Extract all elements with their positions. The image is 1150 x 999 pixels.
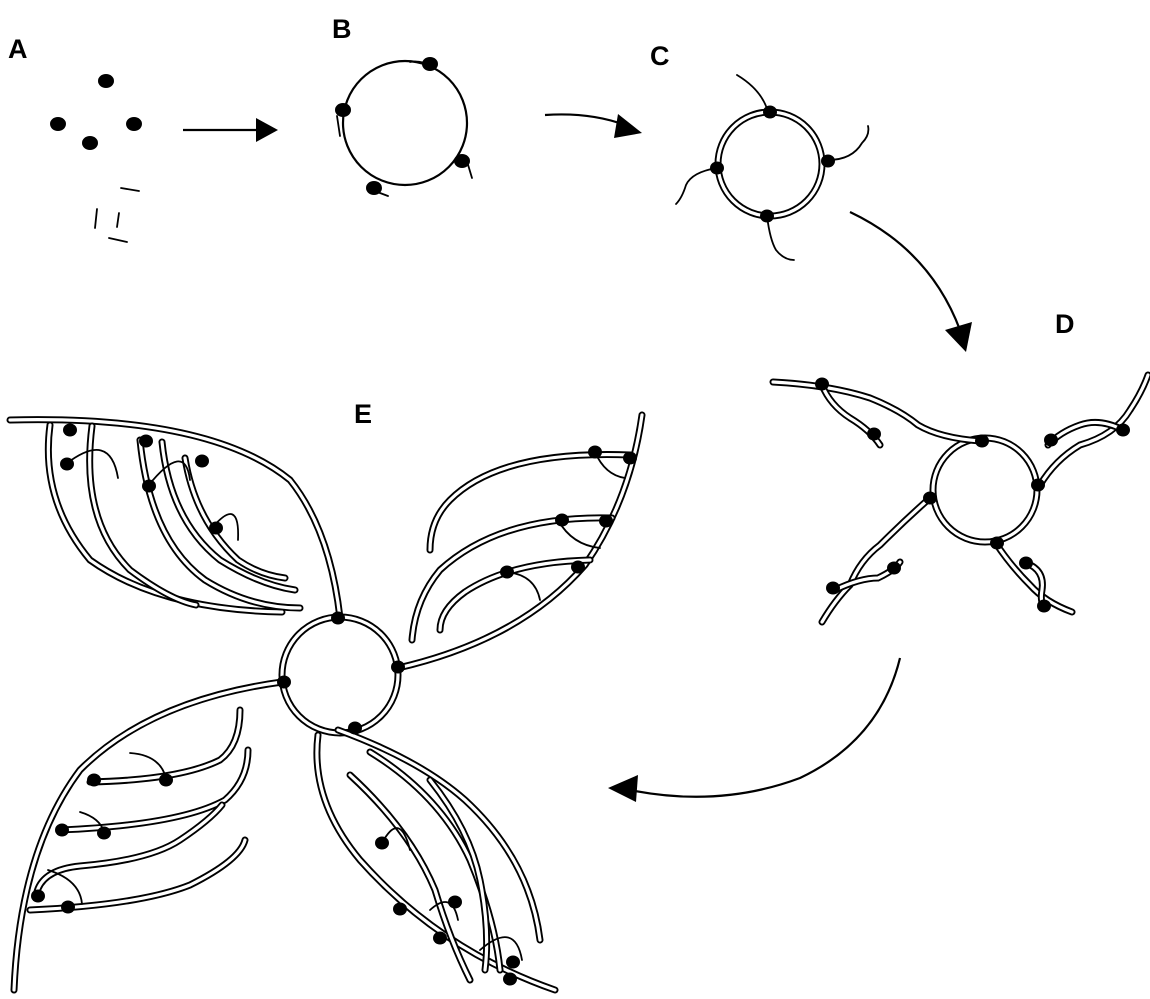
particle (277, 676, 291, 689)
particle (1031, 479, 1045, 492)
particle (821, 155, 835, 168)
particle (335, 103, 351, 117)
particle (331, 612, 345, 625)
stage-a-particles (50, 74, 142, 242)
particle (826, 582, 840, 595)
particle (1044, 434, 1058, 447)
fragment (109, 238, 127, 242)
particle (348, 722, 362, 735)
stage-c-ring (676, 75, 868, 260)
fragment (121, 188, 139, 191)
particle (1037, 600, 1051, 613)
particle (923, 492, 937, 505)
particle (126, 117, 142, 131)
particle (1019, 557, 1033, 570)
panel-label-a: A (8, 34, 28, 64)
petal-bottom-right (317, 730, 555, 990)
stage-d-structure (773, 375, 1148, 622)
fragment (117, 213, 119, 227)
fragment (95, 209, 97, 228)
panel-label-e: E (354, 399, 372, 429)
particle (1116, 424, 1130, 437)
particle (760, 210, 774, 223)
particle (887, 562, 901, 575)
arrow-b-to-c (545, 114, 642, 138)
particle (98, 74, 114, 88)
particle (867, 428, 881, 441)
arrow-a-to-b (183, 118, 278, 142)
particle (763, 106, 777, 119)
particle (422, 57, 438, 71)
stage-b-ring (335, 57, 472, 196)
particle (50, 117, 66, 131)
particle (391, 661, 405, 674)
panel-label-d: D (1055, 309, 1075, 339)
petal-top-left (10, 420, 340, 618)
panel-label-b: B (332, 14, 352, 44)
particle (454, 154, 470, 168)
particle (990, 537, 1004, 550)
panel-label-c: C (650, 41, 670, 71)
particle (710, 162, 724, 175)
stage-e-structure (10, 415, 642, 990)
particle (975, 435, 989, 448)
petal-top-right (398, 415, 642, 668)
particle (815, 378, 829, 391)
ring (343, 61, 467, 185)
arrow-d-to-e (608, 658, 900, 802)
particle (366, 181, 382, 195)
petal-bottom-left (14, 682, 282, 990)
particle (82, 136, 98, 150)
arrow-c-to-d (850, 212, 972, 352)
